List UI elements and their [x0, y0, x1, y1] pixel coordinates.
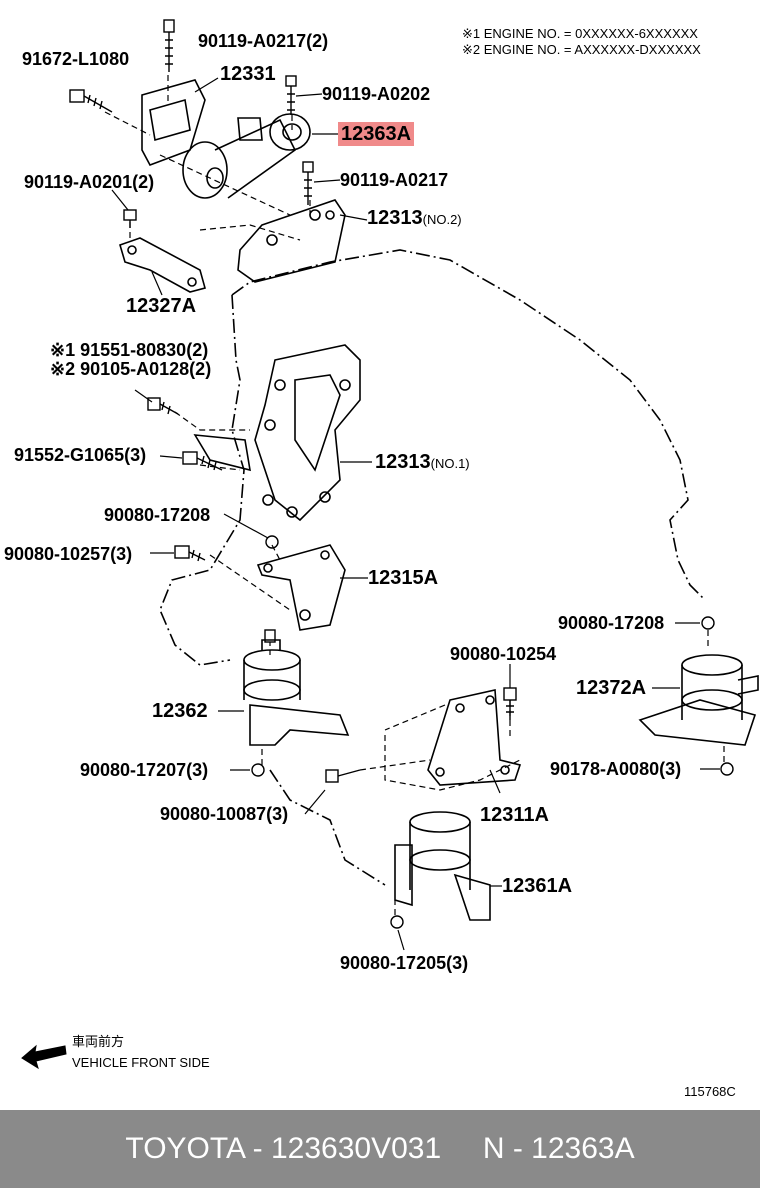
engine-note-2: ※2 ENGINE NO. = AXXXXXX-DXXXXXX	[462, 42, 701, 57]
part-label-12331[interactable]: 12331	[220, 63, 276, 85]
engine-bracket-12313-no2	[237, 199, 346, 283]
part-label-12363A-highlighted[interactable]: 12363A	[338, 122, 415, 146]
part-label-12372A[interactable]: 12372A	[576, 677, 647, 699]
part-label-91672-L1080[interactable]: 91672-L1080	[22, 49, 130, 69]
part-label-90119-A0217-2[interactable]: 90119-A0217(2)	[198, 31, 329, 51]
bolt-icon	[69, 19, 734, 929]
part-suffix: (NO.1)	[430, 456, 470, 471]
part-label-12361A[interactable]: 12361A	[502, 875, 573, 897]
part-label-91551-80830-2[interactable]: ※1 91551-80830(2)	[50, 340, 209, 360]
part-suffix: (NO.2)	[422, 212, 462, 227]
part-label-90119-A0201-2[interactable]: 90119-A0201(2)	[24, 172, 155, 192]
part-label-12327A[interactable]: 12327A	[126, 295, 197, 317]
part-label-90178-A0080-3[interactable]: 90178-A0080(3)	[550, 759, 682, 779]
part-label-12313-no2[interactable]: 12313(NO.2)	[367, 208, 462, 230]
part-label-90119-A0202[interactable]: 90119-A0202	[322, 84, 431, 104]
engine-mount-12362	[243, 639, 350, 746]
mount-bracket-12331	[141, 79, 206, 166]
part-label-90080-17205-3[interactable]: 90080-17205(3)	[340, 953, 469, 973]
part-label-90080-17208-b[interactable]: 90080-17208	[558, 613, 665, 633]
diagram-code: 115768C	[684, 1084, 736, 1099]
part-label-12362[interactable]: 12362	[152, 700, 208, 722]
part-label-90080-17207-3[interactable]: 90080-17207(3)	[80, 760, 209, 780]
part-number: 12313	[367, 207, 423, 229]
engine-outline	[231, 249, 706, 601]
engine-mount-12361A	[394, 811, 491, 921]
footer-part-info: TOYOTA - 123630V031 N - 12363A	[125, 1132, 635, 1165]
part-number: 12313	[375, 451, 431, 473]
part-label-90080-10087-3[interactable]: 90080-10087(3)	[160, 804, 289, 824]
engine-outline-left	[159, 294, 245, 666]
part-label-91552-G1065-3[interactable]: 91552-G1065(3)	[14, 445, 147, 465]
part-label-90080-17208-a[interactable]: 90080-17208	[104, 505, 211, 525]
transmission-outline	[269, 769, 386, 886]
vehicle-front-label-jp: 車両前方	[72, 1034, 125, 1049]
part-label-12311A[interactable]: 12311A	[480, 804, 549, 826]
engine-mount-diagram	[21, 19, 759, 1070]
part-label-90080-10257-3[interactable]: 90080-10257(3)	[4, 544, 133, 564]
bracket-12315A	[256, 544, 346, 631]
bracket-12311A	[427, 689, 522, 786]
leader-lines	[104, 75, 725, 915]
callout-lines	[111, 77, 720, 951]
vehicle-front-label: VEHICLE FRONT SIDE	[72, 1055, 210, 1070]
part-label-12315A[interactable]: 12315A	[368, 567, 439, 589]
part-label-90119-A0217[interactable]: 90119-A0217	[340, 170, 449, 190]
engine-bracket-12313-no1	[193, 344, 361, 522]
footer-bar: TOYOTA - 123630V031 N - 12363A	[0, 1110, 760, 1188]
part-label-12313-no1[interactable]: 12313(NO.1)	[375, 452, 470, 474]
front-arrow-icon	[21, 1044, 67, 1070]
engine-mount-12372A	[638, 654, 759, 746]
part-label-90080-10254[interactable]: 90080-10254	[450, 644, 557, 664]
bracket-12327A	[119, 237, 206, 293]
part-label-90105-A0128-2[interactable]: ※2 90105-A0128(2)	[50, 359, 212, 379]
engine-note-1: ※1 ENGINE NO. = 0XXXXXX-6XXXXXX	[462, 26, 698, 41]
torque-rod-12363A	[182, 113, 311, 199]
